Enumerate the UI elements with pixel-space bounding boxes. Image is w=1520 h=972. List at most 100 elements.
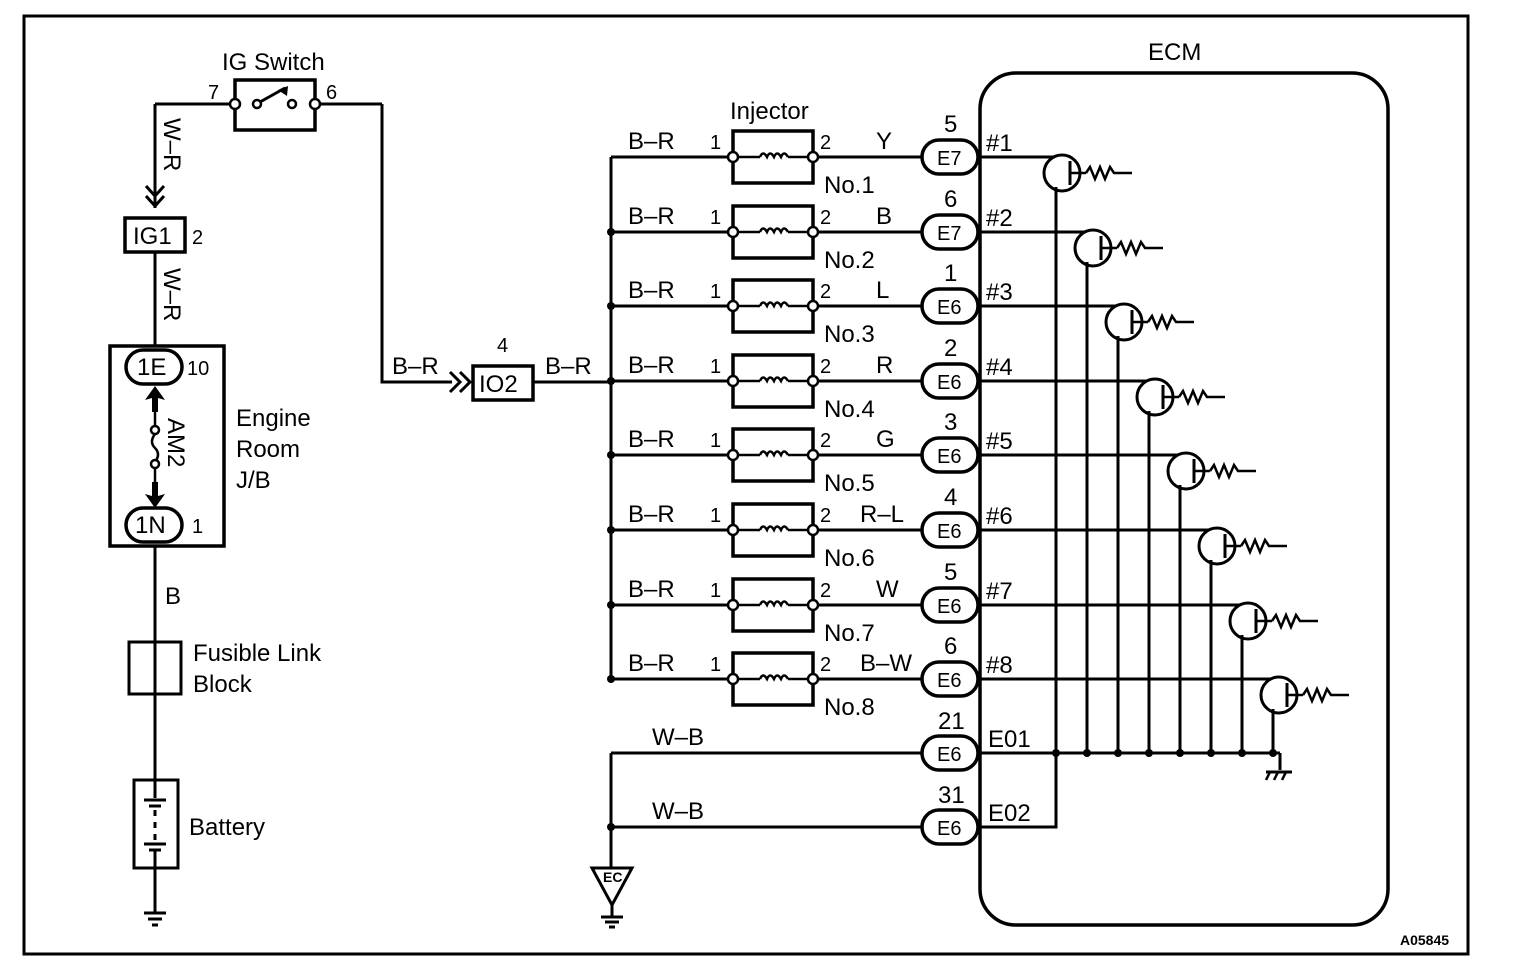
ecm-pin-number: 3 [944, 409, 957, 436]
wire-color-ground: W–B [652, 798, 704, 825]
ecm-signal-label: #5 [986, 428, 1013, 455]
wire-color-out: B [876, 203, 892, 230]
ecm-pin-number: 6 [944, 633, 957, 660]
injector-pin-in: 1 [710, 580, 721, 602]
ecm-connector-label: E6 [937, 297, 961, 319]
injector-coil-icon [726, 577, 820, 633]
wire-color-in: B–R [628, 203, 675, 230]
injector-coil-icon [726, 204, 820, 260]
ecm-pin-number: 31 [938, 782, 965, 809]
ecm-connector [920, 808, 980, 846]
ecm-signal-label: #3 [986, 279, 1013, 306]
diagram-frame [22, 14, 1470, 956]
injector-coil-icon [726, 427, 820, 483]
connector-1e-pin: 10 [187, 358, 209, 380]
ecm-connector-label: E6 [937, 818, 961, 840]
injector-coil-icon [726, 502, 820, 558]
battery-icon [132, 778, 180, 870]
ecm-pin-number: 5 [944, 559, 957, 586]
ecm-pin-number: 4 [944, 484, 957, 511]
ecm-pin-number: 2 [944, 335, 957, 362]
driver-transistor-icon [978, 601, 1318, 757]
ecm-box [978, 71, 1390, 927]
fuse-am2-icon [145, 386, 165, 508]
ig-switch-title: IG Switch [222, 49, 325, 76]
junction-dot [607, 302, 615, 310]
connector-1n-pin: 1 [192, 516, 203, 538]
injector-pin-out: 2 [820, 356, 831, 378]
wire-color-io2-out: B–R [545, 353, 592, 380]
ecm-pin-number: 5 [944, 111, 957, 138]
injector-pin-in: 1 [710, 281, 721, 303]
injector-name: No.3 [824, 321, 875, 348]
wire-color-in: B–R [628, 352, 675, 379]
wire-color-out: L [876, 277, 889, 304]
ig-switch-pin-out: 6 [326, 82, 337, 104]
io2-connector [471, 364, 535, 402]
jb-title-line-1: Engine [236, 405, 311, 432]
ecm-connector-label: E6 [937, 670, 961, 692]
ground-point-label: EC [603, 869, 622, 885]
wire-color-ig1-top: W–R [158, 118, 185, 171]
wire-color-in: B–R [628, 650, 675, 677]
wire-color-io2-in: B–R [392, 353, 439, 380]
wire-color-out: G [876, 426, 895, 453]
injector-name: No.7 [824, 620, 875, 647]
engine-room-jb [108, 344, 226, 548]
ecm-connector [920, 734, 980, 772]
wire-color-out: R–L [860, 501, 904, 528]
ig-switch-pin-in: 7 [208, 82, 219, 104]
connector-1e-label: 1E [137, 354, 166, 381]
injector-pin-in: 1 [710, 505, 721, 527]
ecm-pin-number: 6 [944, 186, 957, 213]
ecm-pin-number: 21 [938, 708, 965, 735]
wire-color-in: B–R [628, 128, 675, 155]
injector-coil-icon [726, 651, 820, 707]
fusible-link-line-2: Block [193, 671, 253, 698]
io2-label: IO2 [479, 371, 518, 398]
wire-color-in: B–R [628, 426, 675, 453]
fuse-am2-label: AM2 [162, 418, 189, 467]
injector-pin-out: 2 [820, 207, 831, 229]
ecm-signal-label: #6 [986, 503, 1013, 530]
ecm-connector-label: E7 [937, 148, 961, 170]
ecm-title: ECM [1148, 39, 1201, 66]
injector-name: No.1 [824, 172, 875, 199]
chassis-ground-icon [1264, 770, 1292, 781]
ecm-connector-label: E6 [937, 372, 961, 394]
wire-color-ground: W–B [652, 724, 704, 751]
ecm-connector-label: E6 [937, 744, 961, 766]
injector-coil-icon [726, 129, 820, 185]
ecm-pin-number: 1 [944, 260, 957, 287]
injector-pin-out: 2 [820, 430, 831, 452]
wire-color-out: B–W [860, 650, 912, 677]
battery-label: Battery [189, 814, 265, 841]
ig1-pin: 2 [192, 227, 203, 249]
wire-color-out: R [876, 352, 893, 379]
ig1-label: IG1 [133, 223, 172, 250]
ecm-signal-label: #2 [986, 205, 1013, 232]
ecm-signal-label: E02 [988, 800, 1031, 827]
injector-pin-out: 2 [820, 132, 831, 154]
driver-transistor-icon [978, 675, 1349, 757]
injector-pin-in: 1 [710, 207, 721, 229]
ig-switch-icon [155, 78, 382, 132]
injector-pin-in: 1 [710, 654, 721, 676]
injector-name: No.5 [824, 470, 875, 497]
connector-arrow-icon [144, 184, 166, 199]
ecm-connector-label: E6 [937, 521, 961, 543]
injector-coil-icon [726, 278, 820, 334]
driver-transistor-icon [978, 228, 1163, 757]
injector-pin-in: 1 [710, 356, 721, 378]
connector-1n-label: 1N [135, 512, 166, 539]
connector-arrow-icon [448, 370, 463, 394]
injector-name: No.4 [824, 396, 875, 423]
ecm-signal-label: E01 [988, 726, 1031, 753]
io2-pin: 4 [497, 335, 508, 357]
fusible-link-line-1: Fusible Link [193, 640, 322, 667]
ecm-connector-label: E6 [937, 446, 961, 468]
